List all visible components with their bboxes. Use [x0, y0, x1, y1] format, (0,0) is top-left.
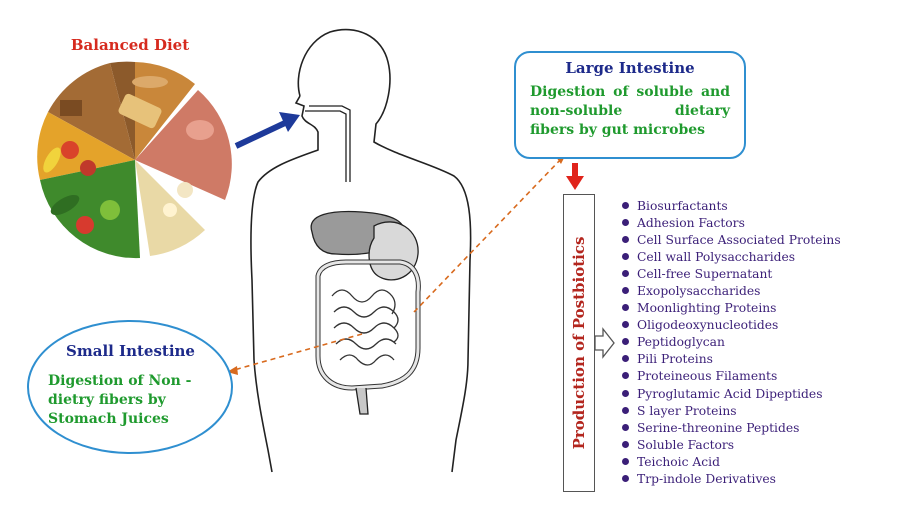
small-intestine-ellipse	[27, 320, 233, 454]
bullet-icon	[622, 287, 629, 295]
bullet-icon	[622, 338, 629, 346]
bullet-icon	[622, 321, 629, 329]
balanced-diet-plate	[37, 61, 232, 259]
small-intestine-coils	[331, 289, 399, 366]
bullet-icon	[622, 423, 629, 431]
list-item: Exopolysaccharides	[622, 283, 841, 300]
bullet-icon	[622, 389, 629, 397]
list-item: Cell wall Polysaccharides	[622, 249, 841, 266]
bullet-icon	[622, 440, 629, 448]
bullet-icon	[622, 355, 629, 363]
connector-small-intestine	[233, 333, 363, 371]
bullet-icon	[622, 236, 629, 244]
bullet-icon	[622, 219, 629, 227]
small-intestine-title: Small Intestine	[66, 342, 195, 360]
postbiotic-list: Biosurfactants Adhesion Factors Cell Sur…	[622, 198, 841, 488]
stomach	[368, 221, 419, 281]
navy-arrow	[234, 112, 300, 149]
list-item: Trp-indole Derivatives	[622, 471, 841, 488]
bullet-icon	[622, 253, 629, 261]
list-item: Oligodeoxynucleotides	[622, 317, 841, 334]
bullet-icon	[622, 474, 629, 482]
balanced-diet-title: Balanced Diet	[70, 36, 190, 54]
list-item: Cell Surface Associated Proteins	[622, 232, 841, 249]
list-item: Biosurfactants	[622, 198, 841, 215]
postbiotics-label: Production of Postbiotics	[570, 236, 588, 450]
large-intestine-description: Digestion of soluble and non-soluble die…	[530, 84, 730, 138]
bullet-icon	[622, 304, 629, 312]
large-intestine-title: Large Intestine	[565, 59, 695, 77]
list-item: Serine-threonine Peptides	[622, 420, 841, 437]
bullet-icon	[622, 457, 629, 465]
bullet-icon	[622, 270, 629, 278]
list-item: Proteineous Filaments	[622, 368, 841, 385]
connector-large-intestine	[413, 157, 563, 313]
food-segment-fruits	[37, 112, 135, 180]
postbiotics-box: Production of Postbiotics	[563, 194, 595, 492]
large-intestine	[315, 259, 421, 391]
outline-right-arrow	[594, 327, 615, 359]
human-body-outline	[250, 28, 472, 473]
large-intestine-inner	[316, 260, 420, 390]
list-item: Pyroglutamic Acid Dipeptides	[622, 386, 841, 403]
list-item: Soluble Factors	[622, 437, 841, 454]
list-item: Peptidoglycan	[622, 334, 841, 351]
rectum	[355, 387, 369, 415]
food-segment-nuts	[48, 63, 135, 160]
list-item: Moonlighting Proteins	[622, 300, 841, 317]
red-down-arrow	[566, 163, 584, 190]
large-intestine-box: Large Intestine Digestion of soluble and…	[514, 51, 746, 159]
list-item: S layer Proteins	[622, 403, 841, 420]
bullet-icon	[622, 372, 629, 380]
list-item: Teichoic Acid	[622, 454, 841, 471]
list-item: Pili Proteins	[622, 351, 841, 368]
small-intestine-description: Digestion of Non - dietry fibers by Stom…	[48, 373, 192, 427]
bullet-icon	[622, 406, 629, 414]
food-segment-meat	[135, 90, 232, 200]
bullet-icon	[622, 202, 629, 209]
list-item: Cell-free Supernatant	[622, 266, 841, 283]
list-item: Adhesion Factors	[622, 215, 841, 232]
digestive-system	[310, 210, 421, 415]
food-segment-vegetables	[40, 160, 140, 259]
